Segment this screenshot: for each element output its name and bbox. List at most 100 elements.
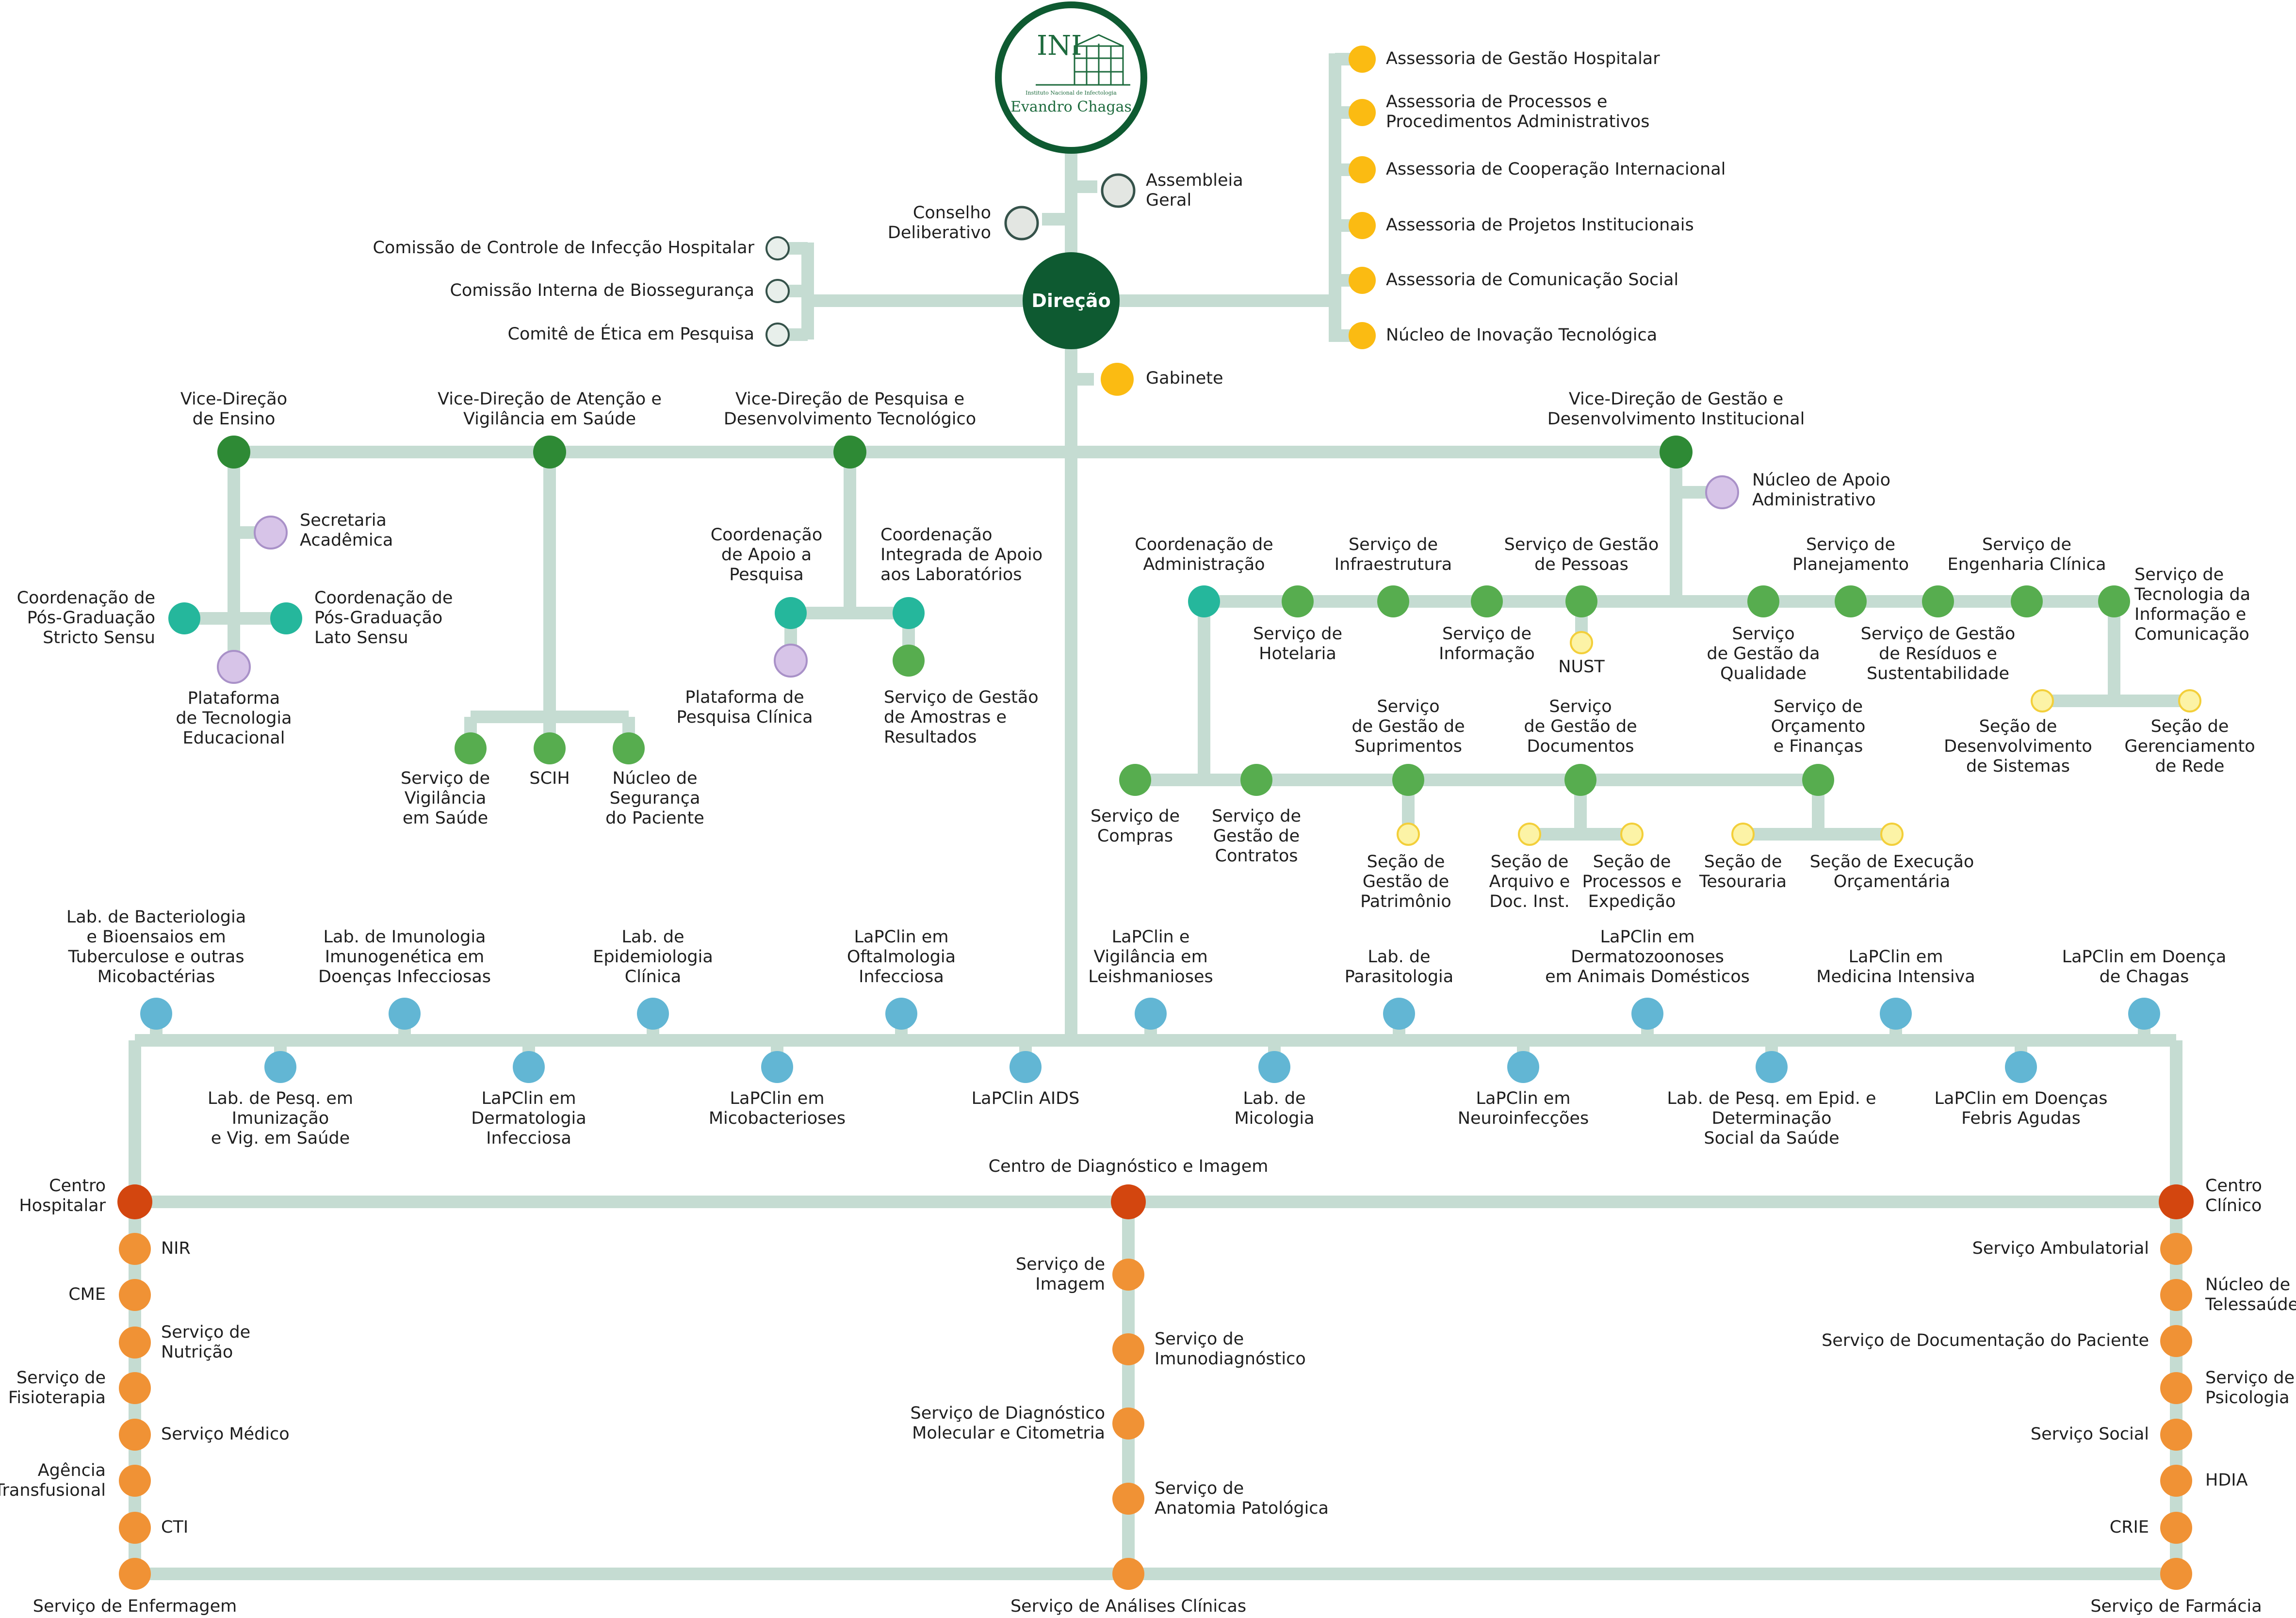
direction-node — [1023, 252, 1120, 349]
plataforma-educacional-label: Plataforma de Tecnologia Educacional — [176, 689, 292, 748]
nust-label: NUST — [1558, 657, 1605, 677]
vigilancia-label: Serviço de Vigilância em Saúde — [400, 769, 490, 828]
vice-direction-label: Vice-Direção de Pesquisa e Desenvolvimen… — [723, 389, 977, 429]
direction-label: Direção — [1031, 290, 1111, 311]
clinico-service-label: Serviço de Documentação do Paciente — [1822, 1331, 2149, 1350]
service-label: Serviço de Infraestrutura — [1334, 535, 1452, 574]
rede-label: Seção de Gerenciamento de Rede — [2124, 717, 2255, 776]
plataforma-pesquisa-label: Plataforma de Pesquisa Clínica — [676, 688, 813, 727]
diagnostico-service-label: Serviço de Imunodiagnóstico — [1155, 1329, 1306, 1369]
service-label: Serviço de Gestão da Qualidade — [1707, 624, 1820, 683]
nucleo-apoio-node — [1705, 475, 1739, 509]
plataforma-pesquisa-node — [774, 644, 808, 678]
clinico-service-node — [2160, 1325, 2192, 1357]
nucleo-seguranca-node — [613, 732, 645, 764]
admin-label: Coordenação de Administração — [1135, 535, 1273, 574]
lab-label: LaPClin em Doenças Febris Agudas — [1934, 1089, 2108, 1128]
processos-label: Seção de Processos e Expedição — [1582, 852, 1682, 911]
diagnostico-service-node — [1112, 1333, 1144, 1365]
hospital-service-label: Serviço Médico — [161, 1424, 290, 1444]
advisory-node — [1349, 212, 1376, 239]
apoio-pesquisa-node — [775, 597, 807, 629]
vice-direction-label: Vice-Direção de Atenção e Vigilância em … — [438, 389, 662, 429]
service-node — [1377, 585, 1409, 617]
service-label: Serviço de Engenharia Clínica — [1947, 535, 2106, 574]
lab-label: Lab. de Micologia — [1234, 1089, 1315, 1128]
chart-nodes — [117, 46, 2201, 1590]
hospital-service-label: Serviço de Fisioterapia — [8, 1368, 106, 1408]
advisory-label: Assessoria de Gestão Hospitalar — [1386, 49, 1660, 68]
clinico-service-label: Serviço de Psicologia — [2205, 1368, 2295, 1408]
gabinete-label: Gabinete — [1146, 369, 1223, 388]
contratos-node — [1240, 764, 1272, 796]
patrimonio-node — [1397, 823, 1420, 846]
plataforma-educacional-node — [217, 650, 251, 684]
service-label: Serviço de Informação — [1439, 624, 1535, 663]
stricto-label: Coordenação de Pós-Graduação Stricto Sen… — [16, 588, 155, 647]
clinico-bottom-node — [2160, 1558, 2192, 1590]
scih-label: SCIH — [529, 769, 570, 788]
lab-node — [1258, 1051, 1290, 1083]
diagnostico-center-label: Centro de Diagnóstico e Imagem — [988, 1157, 1269, 1176]
hospital-service-node — [119, 1233, 151, 1265]
diagnostico-service-label: Serviço de Diagnóstico Molecular e Citom… — [910, 1404, 1105, 1443]
orcamento-label: Serviço de Orçamento e Finanças — [1771, 697, 1866, 756]
lab-label: Lab. de Epidemiologia Clínica — [593, 927, 713, 987]
tesouraria-node — [1731, 823, 1755, 846]
hospital-service-label: Serviço de Nutrição — [161, 1323, 251, 1362]
clinico-service-node — [2160, 1279, 2192, 1311]
hospital-service-label: CME — [68, 1285, 106, 1304]
lato-node — [270, 602, 302, 634]
service-node — [1747, 585, 1779, 617]
assembleia-label: Assembleia Geral — [1146, 171, 1243, 210]
service-label: Serviço de Planejamento — [1792, 535, 1909, 574]
secretaria-node — [254, 516, 288, 550]
ti-label: Serviço de Tecnologia da Informação e Co… — [2134, 565, 2251, 644]
vice-direction-label: Vice-Direção de Gestão e Desenvolvimento… — [1547, 389, 1805, 429]
diagnostico-service-node — [1112, 1259, 1144, 1291]
commission-node — [765, 323, 790, 347]
vice-direction-node — [1660, 436, 1693, 469]
conselho-node — [1004, 206, 1039, 241]
lab-label: LaPClin em Dermatozoonoses em Animais Do… — [1545, 927, 1750, 987]
lab-label: LaPClin e Vigilância em Leishmanioses — [1088, 927, 1213, 987]
suprimentos-node — [1392, 764, 1424, 796]
lab-label: LaPClin em Oftalmologia Infecciosa — [847, 927, 956, 987]
logo-abbreviation: INI — [1037, 30, 1082, 62]
clinico-service-label: Núcleo de Telessaúde — [2205, 1275, 2296, 1314]
clinico-service-node — [2160, 1233, 2192, 1265]
vice-direction-label: Vice-Direção de Ensino — [180, 389, 288, 429]
logo-subtitle: Instituto Nacional de Infectologia — [1026, 90, 1117, 96]
lab-label: LaPClin AIDS — [971, 1089, 1080, 1108]
service-node — [1565, 585, 1597, 617]
ti-node — [2098, 585, 2130, 617]
admin-node — [1188, 585, 1220, 617]
nucleo-apoio-label: Núcleo de Apoio Administrativo — [1752, 470, 1890, 510]
clinico-center-node — [2159, 1184, 2194, 1219]
service-label: Serviço de Gestão de Pessoas — [1504, 535, 1659, 574]
advisory-label: Assessoria de Cooperação Internacional — [1386, 160, 1726, 179]
commission-node — [765, 279, 790, 303]
amostras-node — [893, 645, 925, 677]
lab-node — [761, 1051, 793, 1083]
integrada-label: Coordenação Integrada de Apoio aos Labor… — [880, 525, 1043, 584]
service-node — [1922, 585, 1954, 617]
lab-label: Lab. de Imunologia Imunogenética em Doen… — [318, 927, 491, 987]
advisory-label: Assessoria de Comunicação Social — [1386, 270, 1679, 290]
vice-direction-node — [833, 436, 866, 469]
commission-node — [765, 236, 790, 260]
lab-label: Lab. de Parasitologia — [1344, 947, 1454, 987]
advisory-node — [1349, 322, 1376, 349]
lab-label: Lab. de Pesq. em Epid. e Determinação So… — [1667, 1089, 1876, 1148]
lab-node — [1880, 998, 1912, 1030]
stricto-node — [168, 602, 200, 634]
hospital-service-node — [119, 1372, 151, 1404]
hospital-bottom-node — [119, 1558, 151, 1590]
hospital-service-label: Agência Transfusional — [0, 1461, 106, 1500]
orcamento-node — [1802, 764, 1834, 796]
lab-label: Lab. de Pesq. em Imunização e Vig. em Sa… — [207, 1089, 354, 1148]
hospital-service-label: NIR — [161, 1239, 191, 1258]
hospital-bottom-label: Serviço de Enfermagem — [33, 1597, 237, 1616]
sistemas-label: Seção de Desenvolvimento de Sistemas — [1944, 717, 2092, 776]
